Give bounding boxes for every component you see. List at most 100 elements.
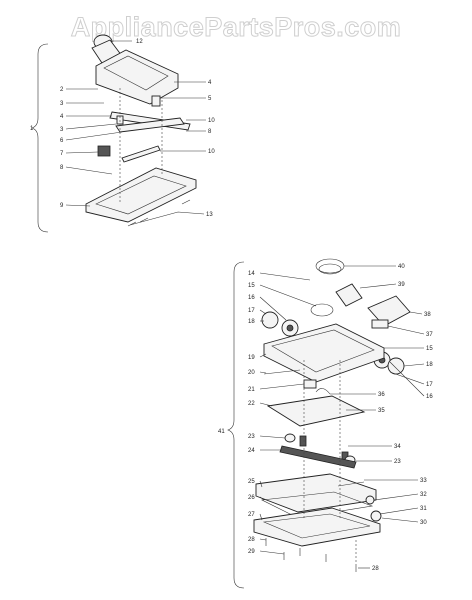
gasket-part xyxy=(260,491,374,519)
leader-line xyxy=(259,538,267,541)
lower-part-number: 38 xyxy=(424,312,431,318)
leader-line xyxy=(381,517,419,523)
upper-part-number: 12 xyxy=(136,39,143,45)
lower-part-number: 18 xyxy=(248,319,255,325)
lower-part-number: 19 xyxy=(248,355,255,361)
lower-part-number: 18 xyxy=(426,362,433,368)
pulley-part xyxy=(370,510,382,522)
shaft-part xyxy=(121,145,161,163)
belt-ring-part xyxy=(310,303,334,317)
leader-line xyxy=(65,151,99,154)
nozzle-body-top xyxy=(271,329,375,373)
lower-part-number: 30 xyxy=(420,520,427,526)
rod-part xyxy=(263,369,301,375)
leader-line xyxy=(259,550,285,555)
lower-part-number: 40 xyxy=(398,264,405,270)
spring-part xyxy=(299,435,307,447)
agitator-part xyxy=(115,117,185,133)
lower-part-number: 17 xyxy=(248,308,255,314)
upper-assembly xyxy=(31,34,206,233)
bracket-part xyxy=(303,379,317,389)
upper-part-number: 3 xyxy=(60,101,64,107)
upper-part-number: 8 xyxy=(60,165,64,171)
upper-part-number: 4 xyxy=(60,114,64,120)
axle-part xyxy=(337,481,365,487)
leader-line xyxy=(259,383,305,390)
wheel-hub-part xyxy=(286,324,294,332)
leader-line xyxy=(259,480,263,488)
lower-part-number: 23 xyxy=(394,459,401,465)
motor-roller-part xyxy=(335,283,363,307)
leader-line xyxy=(259,353,267,358)
leader-line xyxy=(259,371,267,374)
leader-line xyxy=(65,166,113,175)
leader-line xyxy=(65,123,117,130)
leader-line xyxy=(65,204,91,207)
lower-part-number: 37 xyxy=(426,332,433,338)
lower-part-number: 15 xyxy=(248,283,255,289)
screw-part xyxy=(181,199,191,205)
upper-part-number: 13 xyxy=(206,212,213,218)
leader-line xyxy=(129,211,205,226)
lower-part-number: 32 xyxy=(420,492,427,498)
base-plate-part xyxy=(85,167,197,223)
leader-line xyxy=(359,283,397,289)
leader-line xyxy=(259,272,311,281)
nozzle-body-part xyxy=(263,323,385,383)
leader-line xyxy=(259,513,263,521)
lower-part-number: 35 xyxy=(378,408,385,414)
spacer-part xyxy=(151,95,161,107)
upper-part-number: 7 xyxy=(60,151,64,157)
lower-part-number: 26 xyxy=(248,495,255,501)
upper-part-number: 3 xyxy=(60,127,64,133)
lower-part-numbers: 1415161718192021222324252627282940393837… xyxy=(248,264,433,572)
upper-part-number: 8 xyxy=(208,129,212,135)
wheel-part xyxy=(261,311,279,329)
lower-assembly xyxy=(227,258,425,589)
upper-part-number: 2 xyxy=(60,87,64,93)
sole-plate-part xyxy=(253,507,381,547)
upper-part-number: 5 xyxy=(208,96,212,102)
leader-line xyxy=(65,131,123,141)
leader-line xyxy=(259,435,286,439)
connector-part xyxy=(371,319,389,329)
spring-wire-part xyxy=(315,388,331,395)
lower-part-number: 16 xyxy=(426,394,433,400)
lower-part-number: 31 xyxy=(420,506,427,512)
bearing-part xyxy=(365,495,375,505)
upper-part-number: 1 xyxy=(30,126,34,132)
agitator-housing-part xyxy=(266,395,366,427)
upper-part-number: 9 xyxy=(60,203,64,209)
leader-line xyxy=(409,311,423,315)
wheel-hub-part xyxy=(387,357,405,375)
lower-part-number: 34 xyxy=(394,444,401,450)
screw-part xyxy=(127,221,137,227)
lower-part-number: 36 xyxy=(378,392,385,398)
lower-part-number: 15 xyxy=(426,346,433,352)
cap-part xyxy=(284,433,296,443)
leader-line xyxy=(259,296,287,321)
lower-part-number: 29 xyxy=(248,549,255,555)
lower-part-number: 21 xyxy=(248,387,255,393)
upper-part-number: 6 xyxy=(60,138,64,144)
lower-part-number: 24 xyxy=(248,448,255,454)
leader-line xyxy=(259,402,273,407)
lower-part-number: 28 xyxy=(372,566,379,572)
lower-part-number: 27 xyxy=(248,512,255,518)
lower-part-number: 22 xyxy=(248,401,255,407)
leader-line xyxy=(259,496,265,501)
leader-line xyxy=(387,325,425,335)
clip-part xyxy=(97,145,111,157)
upper-part-number: 4 xyxy=(208,80,212,86)
nozzle-housing-part xyxy=(95,49,179,105)
leader-line xyxy=(403,363,425,367)
leader-line xyxy=(389,361,425,397)
leader-line xyxy=(379,507,419,515)
upper-part-number: 10 xyxy=(208,149,215,155)
lower-part-number: 28 xyxy=(248,537,255,543)
leader-line xyxy=(259,284,317,307)
nozzle-housing-top xyxy=(103,55,169,91)
lower-part-number: 14 xyxy=(248,271,255,277)
